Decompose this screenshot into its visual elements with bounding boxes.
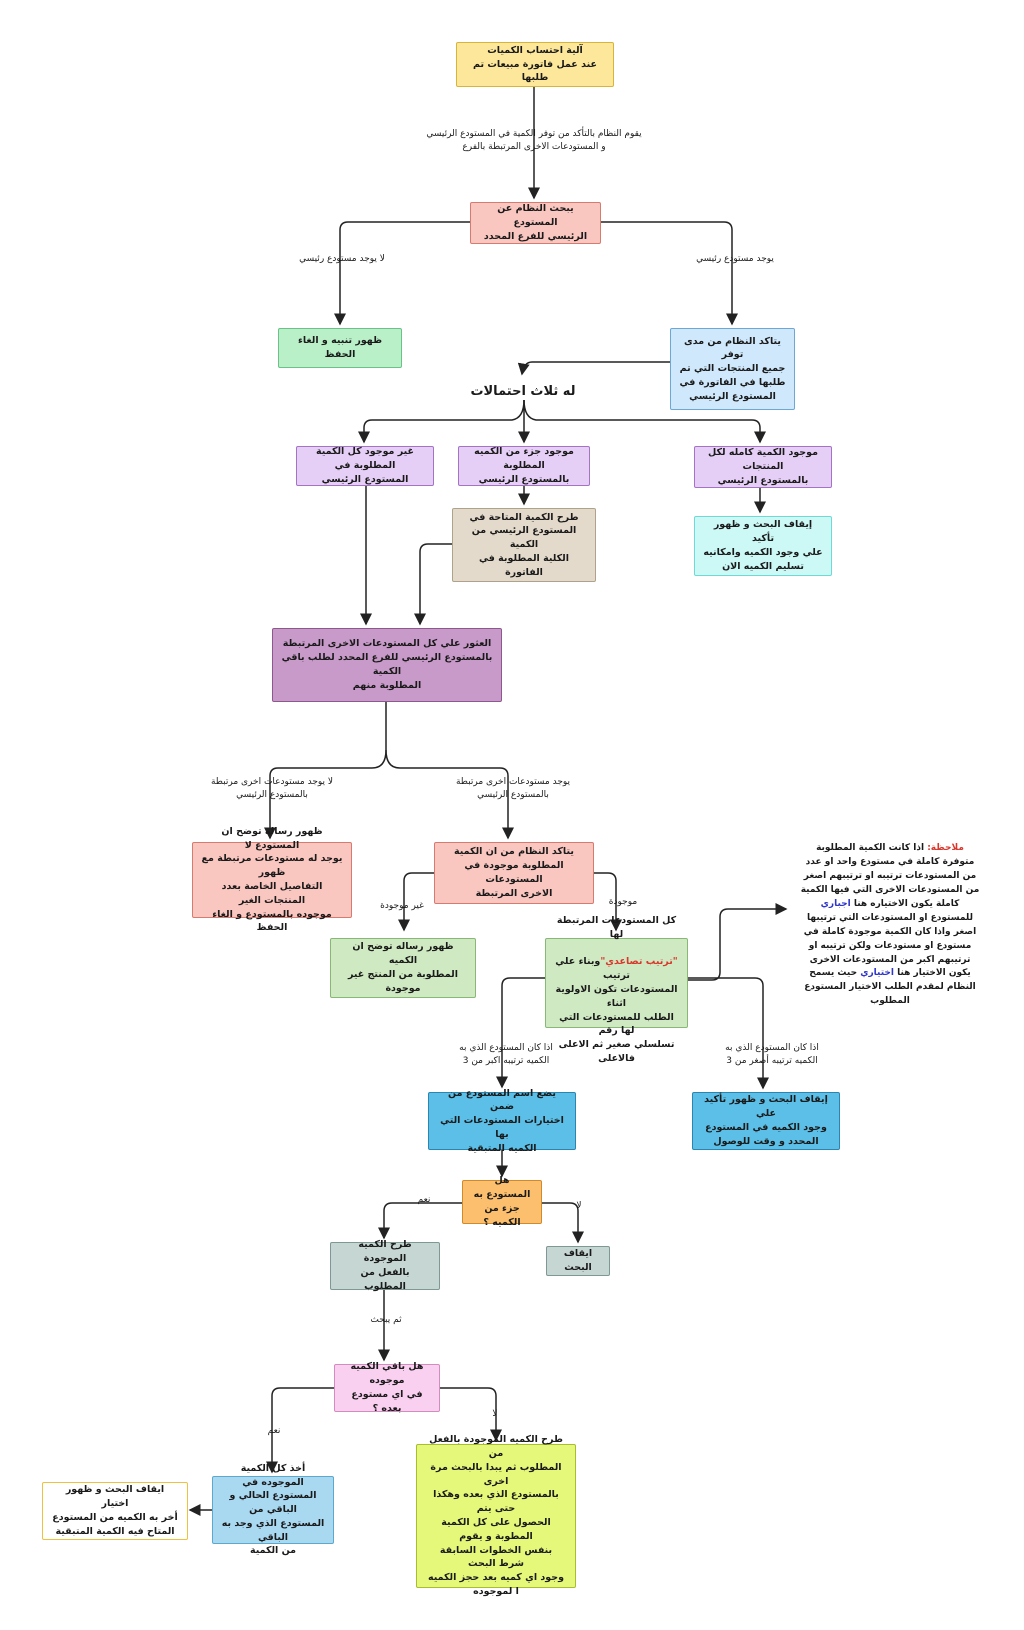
find-linked-warehouses-box: العثور علي كل المستودعات الاخرى المرتبطة… [272,628,502,702]
subtract-available-box: طرح الكمية المتاحة في المستودع الرئيسي م… [452,508,596,582]
no-linked-label: لا يوجد مستودعات اخرى مرتبطة بالمستودع ا… [210,777,334,801]
case-full-box: موجود الكمية كامله لكل المنتجات بالمستود… [694,446,832,488]
no-linked-message-box: ظهور رساله توضح ان المستودع لا يوجد له م… [192,826,352,933]
yes-label: نعم [417,1195,431,1205]
case-not-available-box: غير موجود كل الكمية المطلوبة في المستودع… [296,446,434,486]
note-part2: للمستودع او المستودعات التي ترتيبها اصغر… [803,912,977,979]
not-found-label: غير موجودة [380,901,424,911]
rank-greater-label: اذا كان المستودع الذي به الكميه ترتيبه ا… [459,1043,553,1067]
case-partial-box: موجود جزء من الكميه المطلوبة بالمستودع ا… [458,446,590,486]
found-label: موجودة [608,897,638,907]
yes-label-2: نعم [267,1426,281,1436]
note-prefix: ملاحظة: [927,843,964,853]
ordering-rest: وبناء علي ترتيب المستودعات تكون الاولوية… [555,956,678,1064]
has-main-warehouse-label: يوجد مستودع رئيسي [696,254,774,264]
not-found-message-box: ظهور رساله توضح ان الكميه المطلوبة من ال… [330,938,476,998]
ordering-rule-box: كل المستودعات المرتبطة لها "ترتيب تصاعدي… [545,915,688,1064]
loop-search-box: طرح الكميه الموجودة بالفعل من المطلوب ثم… [416,1434,576,1597]
alert-cancel-save-box: ظهور تنبيه و الغاء الحفظ [278,328,402,368]
note-optional-word: اختياري [860,968,894,979]
start-box: آلية احتساب الكميات عند عمل فاتورة مبيعا… [456,42,614,87]
stop-choose-other-box: ايقاف البحث و ظهور اختيار أخر به الكميه … [42,1482,188,1540]
search-main-warehouse-box: يبحث النظام عن المستودع الرئيسي للفرع ال… [470,202,601,244]
has-partial-question-box: هل المستودع به جزء من الكميه ؟ [462,1175,542,1228]
ordering-quote: "ترتيب تصاعدي" [600,956,678,968]
ordering-line1: كل المستودعات المرتبطة لها [556,915,677,940]
then-search-label: ثم يبحث [370,1315,402,1325]
no-main-warehouse-label: لا يوجد مستودع رئيسي [299,254,385,264]
has-linked-label: يوجد مستودعات اخرى مرتبطة بالمستودع الرئ… [455,777,571,801]
note-text: ملاحظة: اذا كانت الكمية المطلوبة متوفرة … [800,842,980,1009]
no-label-2: لا [492,1409,498,1419]
add-to-options-box: يضع اسم المستودع من ضمن اختيارات المستود… [428,1088,576,1154]
take-all-box: أخذ كل الكمية الموجوده في المستودع الحال… [212,1463,334,1556]
note-part3: حيث يسمح النظام لمقدم الطلب الاختيار الم… [804,968,976,1007]
rank-smaller-label: اذا كان المستودع الذي به الكميه ترتيبه أ… [725,1043,819,1067]
check-availability-label: يقوم النظام بالتأكد من توفر الكمية في ال… [426,129,642,153]
stop-search-box: ايقاف البحث [546,1246,610,1276]
subtract-needed-box: طرح الكميه الموجودة بالفعل من المطلوب [330,1239,440,1292]
note-part1: اذا كانت الكمية المطلوبة متوفرة كاملة في… [800,843,980,909]
remaining-question-box: هل باقي الكميه موجوده في اي مستودع بعده … [334,1361,440,1414]
stop-confirm-now-box: إيقاف البحث و ظهور تأكيد علي وجود الكميه… [694,516,832,576]
note-mandatory-word: اجباري [820,898,851,909]
verify-main-warehouse-box: يتاكد النظام من مدى توفر جميع المنتجات ا… [670,328,795,410]
no-label: لا [576,1201,582,1211]
verify-linked-box: يتاكد النظام من ان الكمية المطلوبة موجود… [434,842,594,904]
stop-confirm-branch-box: إيقاف البحث و ظهور تأكيد علي وجود الكميه… [692,1092,840,1150]
three-cases-heading: له ثلاث احتمالات [470,384,576,399]
